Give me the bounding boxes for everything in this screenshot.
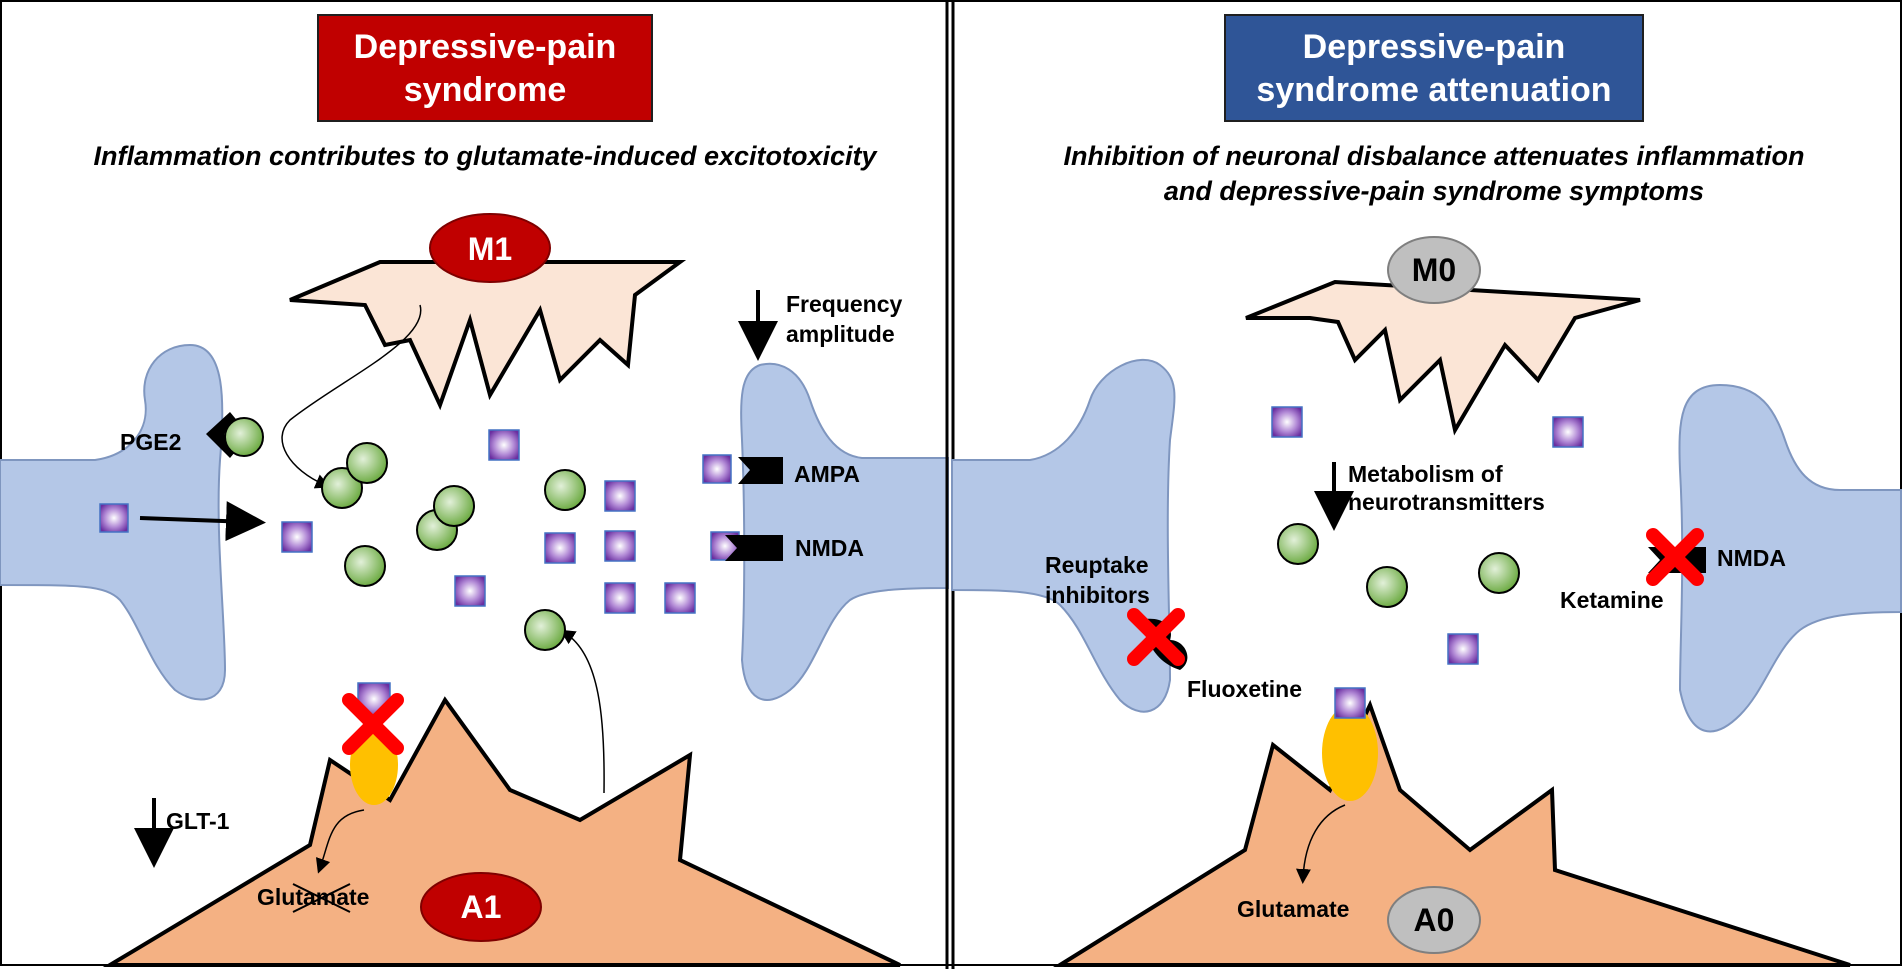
right-title-box [1224,14,1644,122]
left-neurotransmitter-squares [99,429,740,614]
right-nmda-label: NMDA [1717,545,1786,571]
right-panel: M0 A0 Glutamate Metabolism of neurotrans… [951,14,1902,967]
metabolism-label: Metabolism of [1348,461,1503,487]
right-subtitle-line2: and depressive-pain syndrome symptoms [1164,176,1704,206]
m1-cell-oval [429,213,551,283]
right-glutamate-dots [1277,523,1520,608]
right-postsynaptic-neuron [1678,383,1902,733]
right-title-line1: Depressive-pain [1303,28,1566,66]
reuptake-label: Reuptake [1045,552,1149,578]
ampa-label: AMPA [794,461,860,487]
neurotransmitters-label: neurotransmitters [1348,489,1545,515]
a1-astrocyte-cell [102,696,901,967]
a1-label: A1 [461,889,502,925]
glt1-block-x [342,693,404,755]
a1-cell-oval [420,872,542,942]
m1-microglia-cell [289,260,687,411]
right-neurotransmitter-squares [1271,406,1584,665]
left-panel: M1 A1 PGE2 [0,14,949,967]
left-title-line2: syndrome [404,71,567,109]
ketamine-block-x [1646,528,1704,586]
a0-astrocyte-cell [1052,699,1851,967]
right-presynaptic-neuron [951,359,1176,713]
crossed-glutamate-label: Glutamate [257,884,369,910]
frequency-label: Frequency [786,291,903,317]
ketamine-label: Ketamine [1560,587,1664,613]
m1-label: M1 [468,231,512,267]
release-arrow [139,501,266,542]
right-transporter-square [1334,687,1366,719]
right-glutamate-label: Glutamate [1237,896,1349,922]
glutamate-strikethrough [292,883,351,913]
a0-cell-oval [1387,886,1481,954]
inhibitors-label: inhibitors [1045,582,1150,608]
left-postsynaptic-neuron [740,362,949,701]
ampa-receptor [738,457,783,484]
left-nmda-label: NMDA [795,535,864,561]
left-subtitle: Inflammation contributes to glutamate-in… [93,141,878,171]
m0-label: M0 [1412,252,1456,288]
right-glutamate-uptake-arrow [1295,804,1346,884]
nmda-receptor [725,535,783,561]
left-glutamate-dots [321,442,586,651]
amplitude-label: amplitude [786,321,895,347]
glutamate-uptake-arrow [315,809,365,874]
m1-to-glutamate-arrow [281,304,422,489]
right-subtitle-line1: Inhibition of neuronal disbalance attenu… [1063,141,1804,171]
reuptake-block-x [1127,608,1185,666]
a1-to-glutamate-arrow [559,629,605,794]
glt1-label: GLT-1 [166,808,230,834]
right-title-line2: syndrome attenuation [1256,71,1611,109]
right-glt1-transporter [1322,705,1378,801]
fluoxetine-label: Fluoxetine [1187,676,1302,702]
pge2-label: PGE2 [120,429,181,455]
left-title-line1: Depressive-pain [354,28,617,66]
left-title-box [317,14,653,122]
m0-microglia-cell [1245,279,1641,436]
a0-label: A0 [1414,902,1455,938]
pge2-glutamate-dot [224,417,264,457]
m0-cell-oval [1387,236,1481,304]
